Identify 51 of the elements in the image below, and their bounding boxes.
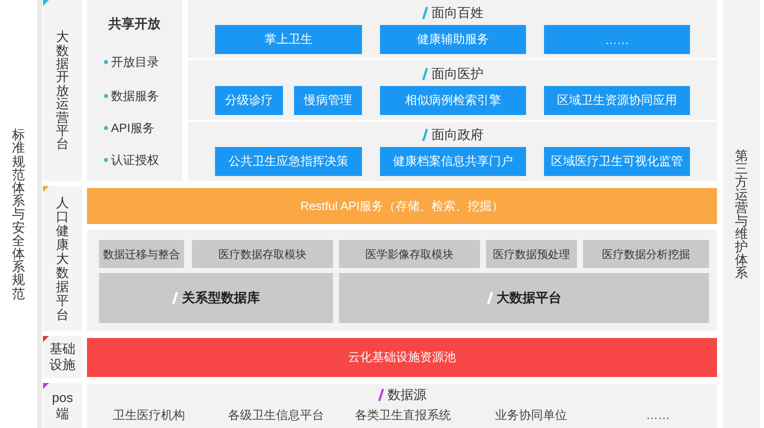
block-heading: 关系型数据库: [182, 289, 260, 307]
list-item: 开放目录: [111, 54, 159, 70]
source-item: 卫生医疗机构: [113, 407, 185, 423]
service-bar: Restful API服务（存储、检索、挖掘）: [87, 188, 717, 224]
source-item: ……: [646, 407, 670, 423]
layer-header-panel: [43, 186, 82, 331]
module-tile: 医学影像存取模块: [339, 240, 480, 268]
section-heading: 面向政府: [432, 126, 484, 144]
module-tile: 医疗数据存取模块: [192, 240, 333, 268]
module-tile: 数据迁移与整合: [99, 240, 184, 268]
panel-heading: 共享开放: [108, 15, 162, 33]
layer-title: 大数据开放运营平台: [56, 30, 70, 151]
layer-header-panel: [43, 0, 82, 181]
application-tile: 健康辅助服务: [380, 25, 526, 54]
application-tile: 分级诊疗: [215, 86, 283, 115]
side-title: 标准规范体系与安全体系规范: [12, 128, 26, 300]
list-item: 认证授权: [111, 152, 159, 168]
module-tile: 医疗数据分析挖掘: [583, 240, 709, 268]
application-tile: 区域卫生资源协同应用: [544, 86, 690, 115]
section-panel: [188, 60, 717, 120]
section-panel: [188, 122, 717, 181]
storage-block: [339, 273, 709, 323]
section-heading: 面向医护: [432, 65, 484, 83]
list-item: 数据服务: [111, 88, 159, 104]
section-heading: 数据源: [388, 386, 426, 404]
application-tile: 健康档案信息共享门户: [380, 147, 526, 176]
infrastructure-bar: 云化基础设施资源池: [87, 338, 717, 377]
module-tile: 医疗数据预处理: [486, 240, 577, 268]
source-item: 业务协同单位: [495, 407, 567, 423]
application-tile: 公共卫生应急指挥决策: [215, 147, 362, 176]
block-heading: 大数据平台: [496, 289, 562, 307]
list-item: API服务: [111, 120, 154, 136]
side-title: 第三方运营与维护体系: [734, 149, 748, 279]
storage-block: [99, 273, 333, 323]
layer-header-panel: [43, 336, 82, 378]
layer-title: 基础设施: [48, 341, 76, 373]
module-panel: [87, 230, 717, 331]
application-tile: 区域医疗卫生可视化监管: [544, 147, 690, 176]
source-item: 各类卫生直报系统: [355, 407, 451, 423]
layer-title: 人口健康大数据平台: [56, 196, 70, 322]
application-tile: ……: [544, 25, 690, 54]
source-item: 各级卫生信息平台: [228, 407, 324, 423]
application-tile: 掌上卫生: [215, 25, 362, 54]
data-source-panel: [87, 384, 717, 428]
application-tile: 慢病管理: [294, 86, 362, 115]
layer-header-panel: [43, 383, 82, 428]
section-heading: 面向百姓: [432, 4, 484, 22]
layer-title: pos端: [51, 390, 74, 422]
application-tile: 相似病例检索引擎: [380, 86, 526, 115]
section-panel: [188, 0, 717, 58]
sharing-panel: [87, 0, 182, 181]
